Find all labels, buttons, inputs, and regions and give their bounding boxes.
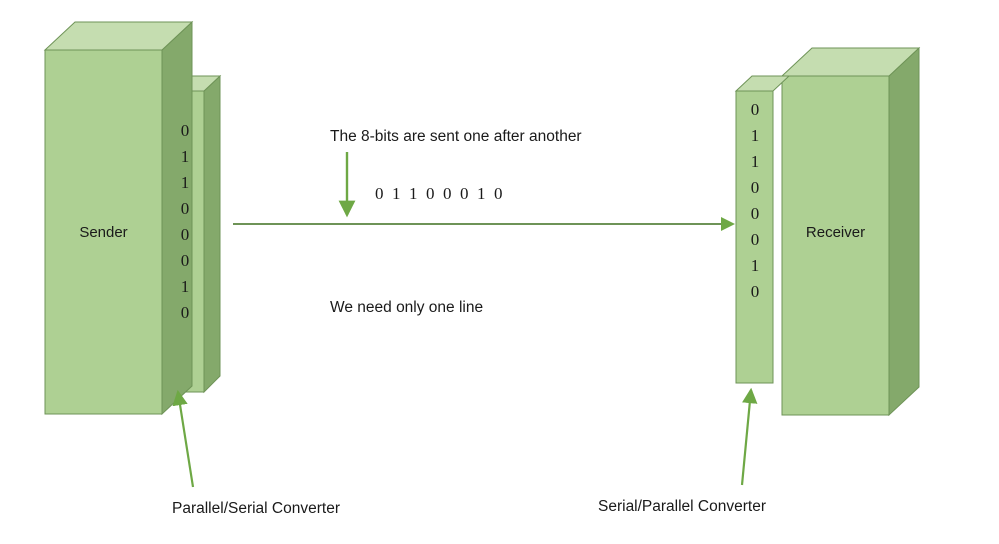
receiver-bit: 1 bbox=[750, 256, 760, 275]
sender-bit: 1 bbox=[180, 173, 190, 192]
sender-box-shape bbox=[43, 20, 194, 416]
receiver-bit: 1 bbox=[750, 152, 760, 171]
receiver-bit-column-shape bbox=[734, 75, 791, 384]
serial-parallel-converter-arrow bbox=[740, 387, 758, 486]
sender-bit-column: 0 1 1 0 0 0 1 0 bbox=[174, 118, 196, 326]
receiver-label: Receiver bbox=[805, 224, 866, 241]
receiver-bit: 0 bbox=[750, 178, 760, 197]
sender-label: Sender bbox=[79, 224, 128, 241]
receiver-bit: 0 bbox=[750, 204, 760, 223]
serial-bit-stream: 0 1 1 0 0 0 1 0 bbox=[375, 184, 503, 203]
receiver-bit: 1 bbox=[750, 126, 760, 145]
receiver-bit: 0 bbox=[750, 282, 760, 301]
sender-bit: 0 bbox=[180, 121, 190, 140]
receiver-bit: 0 bbox=[750, 230, 760, 249]
sender-bit: 0 bbox=[180, 225, 190, 244]
sender-bit: 0 bbox=[180, 199, 190, 218]
receiver-box-shape bbox=[780, 46, 921, 417]
receiver-bit: 0 bbox=[750, 100, 760, 119]
channel-note-bottom: We need only one line bbox=[330, 299, 484, 316]
serial-parallel-converter-label: Serial/Parallel Converter bbox=[598, 498, 766, 515]
sender-bit: 1 bbox=[180, 277, 190, 296]
parallel-serial-converter-label: Parallel/Serial Converter bbox=[172, 500, 340, 517]
receiver-bit-column: 0 1 1 0 0 0 1 0 bbox=[744, 97, 766, 305]
channel-note-top: The 8-bits are sent one after another bbox=[330, 128, 582, 145]
parallel-serial-converter-arrow bbox=[172, 389, 195, 488]
sender-bit: 0 bbox=[180, 303, 190, 322]
sender-bit: 1 bbox=[180, 147, 190, 166]
sender-bit: 0 bbox=[180, 251, 190, 270]
